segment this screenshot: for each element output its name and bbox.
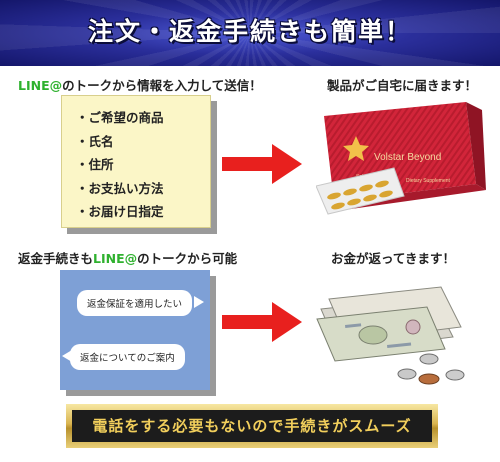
refund-result-caption: お金が返ってきます！ — [331, 251, 456, 266]
bubble-tail — [62, 350, 72, 362]
coin-icon — [397, 353, 465, 385]
chat-bubble-received: 返金についてのご案内 — [70, 344, 185, 370]
list-item: お支払い方法 — [76, 177, 210, 201]
list-item: 住所 — [76, 153, 210, 177]
product-box-image: Volstar Beyond Dietary Supplement Sale P… — [316, 102, 486, 215]
line-chat-panel: 返金保証を適用したい 返金についてのご案内 — [60, 270, 210, 390]
product-brand: Volstar Beyond — [374, 152, 441, 163]
list-item: ご希望の商品 — [76, 106, 210, 130]
bubble-tail — [194, 296, 204, 308]
refund-caption-text: のトークから可能 — [137, 251, 238, 266]
banner-rays — [0, 0, 500, 66]
footer-message: 電話をする必要もないので手続きがスムーズ — [72, 410, 432, 442]
refund-caption: 返金手続きもLINE@のトークから可能 — [18, 248, 237, 267]
order-caption: LINE@のトークから情報を入力して送信！ — [18, 75, 262, 94]
arrow-right-icon — [222, 144, 302, 184]
page-title: 注文・返金手続きも簡単！ — [87, 17, 412, 46]
order-info-note: ご希望の商品 氏名 住所 お支払い方法 お届け日指定 — [61, 95, 211, 228]
capsule-blister-icon — [316, 167, 405, 215]
banknote-icon — [316, 286, 462, 362]
product-sub-label: Dietary Supplement — [406, 178, 451, 184]
list-item: 氏名 — [76, 130, 210, 154]
list-item: お届け日指定 — [76, 200, 210, 224]
money-refund-image — [316, 286, 465, 385]
line-brand: LINE@ — [18, 78, 63, 93]
refund-caption-prefix: 返金手続きも — [18, 251, 94, 266]
delivery-caption: 製品がご自宅に届きます！ — [327, 78, 478, 93]
chat-bubble-sent: 返金保証を適用したい — [77, 290, 193, 316]
order-info-list: ご希望の商品 氏名 住所 お支払い方法 お届け日指定 — [62, 96, 210, 224]
header-banner: 注文・返金手続きも簡単！ — [0, 0, 500, 66]
order-caption-text: のトークから情報を入力して送信！ — [62, 78, 262, 93]
line-brand: LINE@ — [93, 251, 138, 266]
arrow-right-icon — [222, 302, 302, 342]
